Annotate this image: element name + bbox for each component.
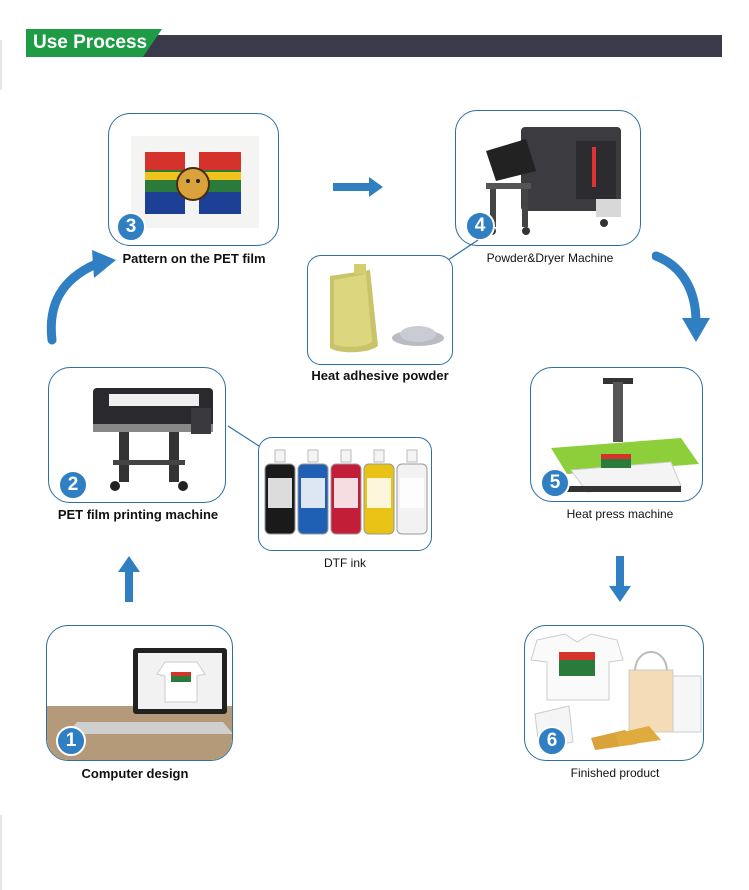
pet-film-pattern-image <box>131 136 259 228</box>
step-2-card: 2 <box>48 367 226 503</box>
side-rule <box>0 815 2 890</box>
curved-arrow-down-icon <box>652 251 710 342</box>
step-3-card: 3 <box>108 113 279 246</box>
page-title: Use Process <box>26 29 162 57</box>
powder-card <box>307 255 453 365</box>
ink-bottle <box>396 449 428 535</box>
step-1-badge: 1 <box>56 726 86 756</box>
step-3-badge: 3 <box>116 212 146 242</box>
arrow-up-icon <box>118 556 140 602</box>
step-5-badge: 5 <box>540 468 570 498</box>
side-rule <box>0 40 2 90</box>
pet-film-printer-image <box>93 388 213 491</box>
step-3-label: Pattern on the PET film <box>122 251 266 266</box>
heat-press-machine-image <box>551 378 699 493</box>
curved-arrow-up-icon <box>46 250 116 345</box>
step-1-card: 1 <box>46 625 233 761</box>
dtf-ink-bottles-image <box>264 449 428 535</box>
step-6-label: Finished product <box>570 766 660 780</box>
powder-label: Heat adhesive powder <box>311 368 449 383</box>
header-bar <box>26 35 722 57</box>
ink-bottle <box>264 449 296 535</box>
arrow-right-icon <box>333 177 383 197</box>
step-4-label: Powder&Dryer Machine <box>486 251 614 265</box>
heat-adhesive-powder-image <box>330 264 444 353</box>
ink-bottle <box>363 449 395 535</box>
powder-dryer-machine-image <box>486 127 621 235</box>
ink-bottle <box>297 449 329 535</box>
step-5-card: 5 <box>530 367 703 502</box>
step-2-badge: 2 <box>58 470 88 500</box>
step-2-label: PET film printing machine <box>57 507 219 522</box>
step-1-label: Computer design <box>81 766 189 781</box>
step-4-card: 4 <box>455 110 641 246</box>
step-4-badge: 4 <box>465 211 495 241</box>
step-6-card: 6 <box>524 625 704 761</box>
step-5-label: Heat press machine <box>566 507 674 521</box>
arrow-down-icon <box>609 556 631 602</box>
finished-product-image <box>530 633 702 750</box>
ink-label: DTF ink <box>324 556 366 570</box>
ink-bottle <box>330 449 362 535</box>
step-6-badge: 6 <box>537 726 567 756</box>
connector-line <box>227 425 263 449</box>
ink-card <box>258 437 432 551</box>
